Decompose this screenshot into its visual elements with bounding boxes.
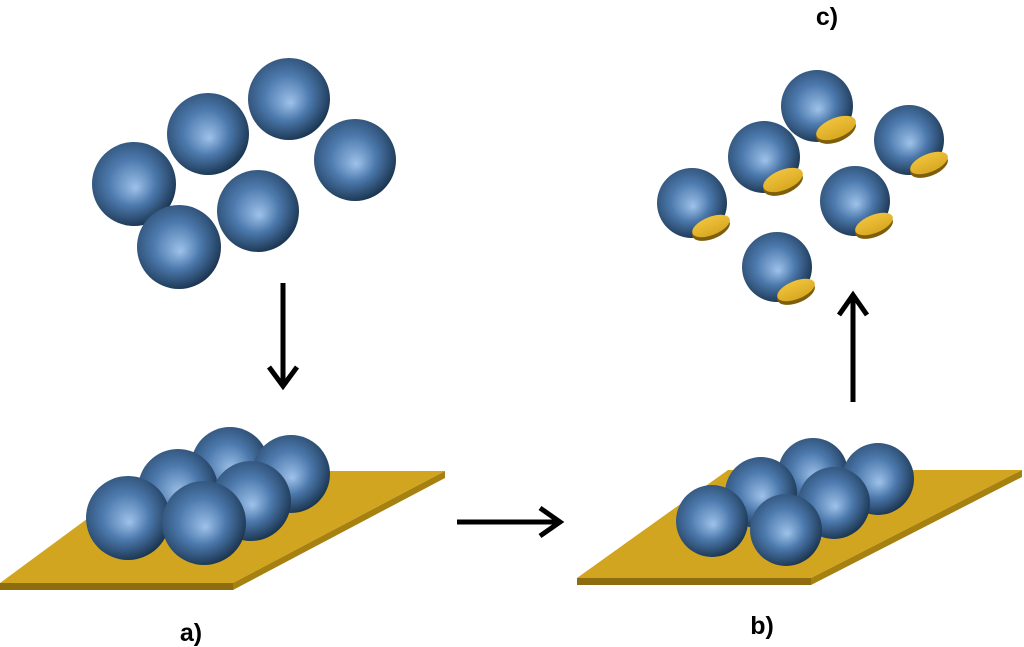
particle-icon [248,58,330,140]
arrow-down-icon [269,283,297,386]
particle-icon [750,494,822,566]
particle-icon [167,93,249,175]
particle-icon [137,205,221,289]
particle-icon [676,485,748,557]
arrow-right-icon [457,508,560,536]
particle-icon [217,170,299,252]
free-particles-group [92,58,396,289]
label-b: b) [750,612,774,640]
particle-icon [314,119,396,201]
particle-icon [86,476,170,560]
capped-particle-icon [742,232,818,310]
label-a: a) [180,619,202,647]
capped-particle-icon [874,105,951,183]
particle-icon [162,481,246,565]
capped-particle-icon [657,168,733,246]
capped-particle-icon [820,166,896,244]
label-c: c) [816,3,838,31]
arrow-up-icon [839,295,867,402]
panel-c-capped-particles [657,70,951,310]
